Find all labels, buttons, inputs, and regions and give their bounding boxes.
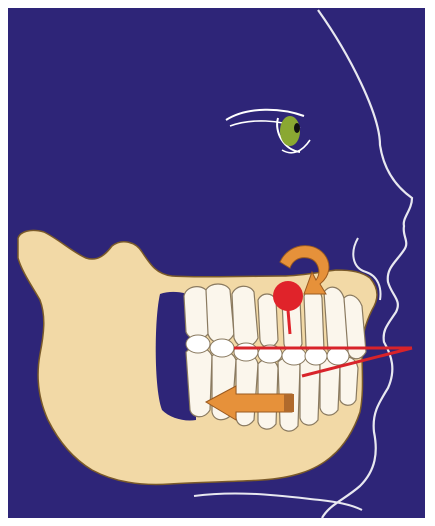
upper-tooth xyxy=(232,286,258,347)
lower-tooth xyxy=(300,357,320,425)
rotation-stem xyxy=(288,310,290,334)
lower-tooth xyxy=(236,355,258,426)
upper-tooth xyxy=(304,289,324,357)
rotation-point-icon xyxy=(273,281,303,311)
upper-tooth xyxy=(206,284,234,343)
lower-tooth xyxy=(186,347,212,417)
